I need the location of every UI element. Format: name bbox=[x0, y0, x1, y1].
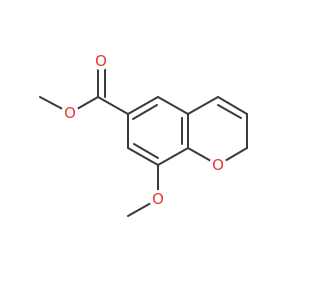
atom-label-o-methoxy: O bbox=[152, 190, 164, 208]
atom-o-carbonyl: O bbox=[92, 52, 110, 70]
atom-o-ester: O bbox=[61, 104, 79, 122]
bond-c4-c3-double bbox=[217, 104, 242, 119]
molecule-structure: O O O O bbox=[39, 52, 248, 217]
atom-label-o-carbonyl: O bbox=[95, 52, 107, 70]
atom-o-ring: O bbox=[209, 156, 227, 174]
bond-c8-c8a bbox=[157, 147, 189, 166]
atom-label-o-ester: O bbox=[64, 104, 76, 122]
bond-c6-carbonyl-c bbox=[97, 96, 129, 115]
bond-c4a-c5 bbox=[157, 96, 189, 115]
bond-c5-c6-double bbox=[132, 104, 158, 120]
bond-c7-c8-double bbox=[133, 143, 159, 159]
bond-c5-c6 bbox=[127, 96, 159, 115]
bond-c4-c3 bbox=[217, 96, 248, 115]
bond-c4a-c4 bbox=[187, 96, 219, 115]
bond-c7-c8 bbox=[127, 147, 159, 166]
atom-label-o-ring: O bbox=[212, 156, 224, 174]
atom-o-methoxy: O bbox=[149, 190, 167, 208]
